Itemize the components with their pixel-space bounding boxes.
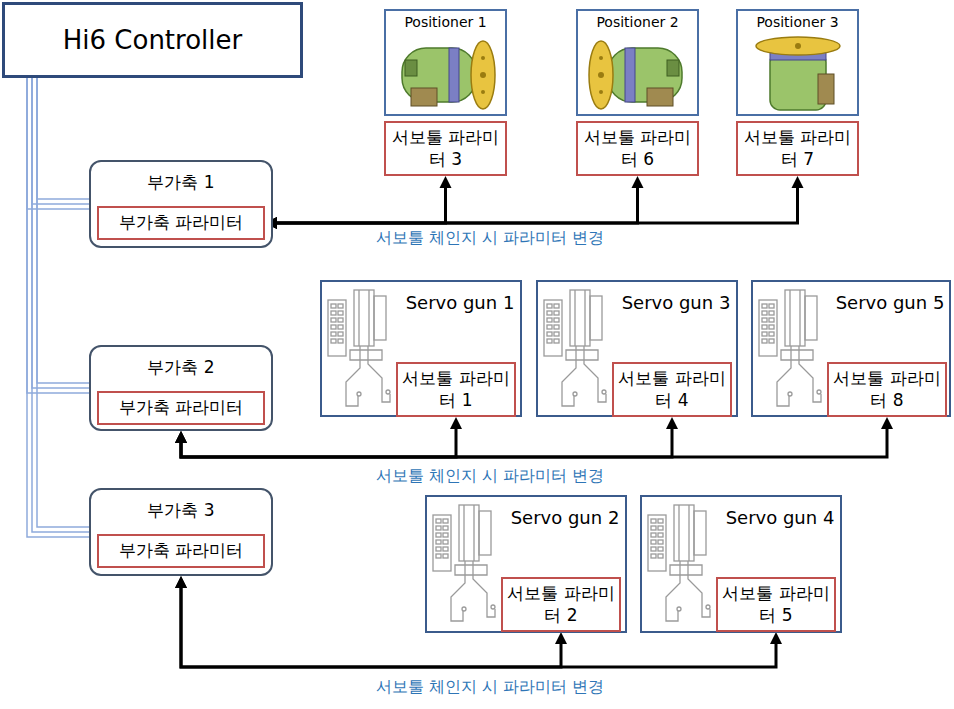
connector-line: [276, 187, 638, 223]
positioner-illustration: [589, 41, 682, 109]
arrowhead: [555, 632, 567, 644]
parameter-label: 부가축 파라미터: [119, 397, 243, 418]
arrowhead: [440, 176, 452, 188]
box-title: Positioner 1: [386, 14, 505, 30]
connector-line: [27, 78, 89, 537]
box-title: Servo gun 2: [505, 507, 625, 528]
positioner-box: Positioner 2: [576, 9, 699, 116]
box-title: Servo gun 5: [831, 292, 949, 313]
arrowhead: [175, 576, 187, 588]
parameter-label: 서보툴 파라미터 8: [833, 368, 941, 411]
parameter-label: 서보툴 파라미터 5: [722, 583, 830, 626]
positioner-box: Positioner 3: [736, 9, 859, 116]
parameter-label: 서보툴 파라미터 1: [402, 368, 510, 411]
connector-line: [181, 428, 456, 457]
parameter-label: 서보툴 파라미터 3: [390, 127, 501, 170]
connector: [175, 576, 782, 667]
box-title: Servo gun 3: [616, 292, 736, 313]
arrowhead: [175, 431, 187, 443]
axis-box: 부가축 2 부가축 파라미터: [89, 345, 273, 431]
positioner-box: Positioner 1: [384, 9, 507, 116]
arrowhead: [881, 417, 893, 429]
parameter-box: 부가축 파라미터: [97, 534, 265, 568]
connector-line: [37, 78, 89, 383]
connector-line: [37, 78, 89, 527]
connector: [175, 417, 893, 457]
connector-line: [32, 78, 89, 388]
box-title: 부가축 3: [91, 499, 271, 522]
servo-gun-illustration: [544, 290, 606, 406]
note-label: 서보툴 체인지 시 파라미터 변경: [360, 466, 620, 487]
parameter-box: 서보툴 파라미터 2: [501, 577, 621, 632]
parameter-box: 부가축 파라미터: [97, 391, 265, 425]
axis-box: 부가축 3 부가축 파라미터: [89, 488, 273, 576]
connector-line: [276, 187, 798, 223]
parameter-box: 서보툴 파라미터 6: [576, 121, 699, 176]
parameter-label: 서보툴 파라미터 2: [507, 583, 615, 626]
box-title: Hi6 Controller: [63, 25, 242, 55]
parameter-box: 서보툴 파라미터 7: [736, 121, 859, 176]
arrowhead: [770, 632, 782, 644]
servo-gun-illustration: [433, 505, 495, 621]
arrowhead: [792, 176, 804, 188]
positioner-illustration: [402, 41, 495, 109]
servo-gun-box: Servo gun 5 서보툴 파라미터 8: [751, 280, 951, 417]
connector: [265, 176, 452, 229]
servo-gun-box: Servo gun 2 서보툴 파라미터 2: [425, 495, 627, 633]
controller-box: Hi6 Controller: [2, 2, 303, 78]
arrowhead: [666, 417, 678, 429]
connector: [265, 176, 804, 229]
servo-gun-box: Servo gun 3 서보툴 파라미터 4: [536, 280, 738, 417]
note-label: 서보툴 체인지 시 파라미터 변경: [360, 228, 620, 249]
connector-line: [37, 78, 89, 199]
parameter-label: 서보툴 파라미터 6: [582, 127, 693, 170]
box-title: Positioner 2: [578, 14, 697, 30]
connector-line: [276, 187, 446, 223]
parameter-label: 부가축 파라미터: [119, 540, 243, 561]
connector: [265, 176, 644, 229]
connector: [27, 78, 89, 537]
box-title: 부가축 2: [91, 356, 271, 379]
servo-gun-box: Servo gun 4 서보툴 파라미터 5: [640, 495, 842, 633]
arrowhead: [450, 417, 462, 429]
arrowhead: [175, 431, 187, 443]
box-title: Positioner 3: [738, 14, 857, 30]
parameter-label: 부가축 파라미터: [119, 212, 243, 233]
parameter-label: 서보툴 파라미터 4: [618, 368, 726, 411]
servo-gun-box: Servo gun 1 서보툴 파라미터 1: [320, 280, 522, 417]
connector-line: [32, 78, 89, 204]
parameter-box: 부가축 파라미터: [97, 206, 265, 240]
connector-line: [32, 78, 89, 532]
servo-gun-illustration: [648, 505, 710, 621]
parameter-box: 서보툴 파라미터 8: [827, 362, 947, 417]
note-label: 서보툴 체인지 시 파라미터 변경: [360, 677, 620, 698]
connector-line: [181, 428, 887, 457]
connector-line: [181, 428, 672, 457]
axis-box: 부가축 1 부가축 파라미터: [89, 160, 273, 248]
box-title: Servo gun 4: [720, 507, 840, 528]
arrowhead: [175, 576, 187, 588]
arrowhead: [175, 431, 187, 443]
parameter-box: 서보툴 파라미터 4: [612, 362, 732, 417]
parameter-box: 서보툴 파라미터 3: [384, 121, 507, 176]
box-title: 부가축 1: [91, 171, 271, 194]
parameter-label: 서보툴 파라미터 7: [742, 127, 853, 170]
arrowhead: [632, 176, 644, 188]
box-title: Servo gun 1: [400, 292, 520, 313]
parameter-box: 서보툴 파라미터 5: [716, 577, 836, 632]
parameter-box: 서보툴 파라미터 1: [396, 362, 516, 417]
connector-line: [181, 587, 776, 667]
servo-gun-illustration: [759, 290, 821, 406]
positioner-illustration: [756, 37, 840, 110]
servo-gun-illustration: [328, 290, 390, 406]
